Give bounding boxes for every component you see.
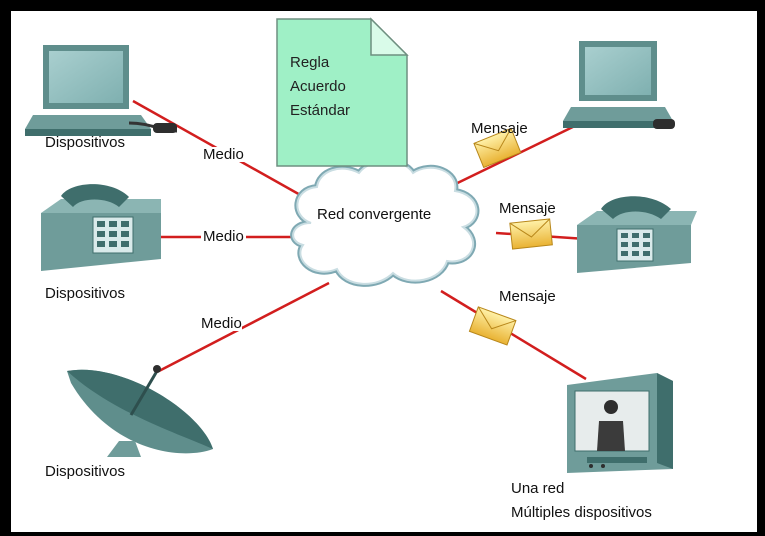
note-line-acuerdo: Acuerdo <box>290 78 346 95</box>
envelope-icon-1 <box>473 127 522 169</box>
device-label-phone-left: Dispositivos <box>45 285 126 302</box>
diagram-graphics <box>25 17 697 473</box>
message-label-2: Mensaje <box>499 200 556 217</box>
network-diagram: Regla Acuerdo Estándar Red convergente D… <box>11 11 757 532</box>
envelope-icon-2 <box>509 218 553 250</box>
link-tv-right <box>440 289 587 381</box>
message-label-3: Mensaje <box>499 288 556 305</box>
computer-icon-right <box>563 41 675 129</box>
cloud-label: Red convergente <box>317 206 432 223</box>
satellite-dish-icon <box>67 365 213 457</box>
device-label-tv-line2: Múltiples dispositivos <box>511 504 652 521</box>
phone-icon-left <box>41 184 161 271</box>
medium-label-2: Medio <box>201 228 246 245</box>
document-text: Regla Acuerdo Estándar <box>290 51 350 123</box>
note-line-regla: Regla <box>290 54 330 71</box>
note-line-estandar: Estándar <box>290 102 351 119</box>
message-label-1: Mensaje <box>471 120 528 137</box>
cloud-icon <box>290 158 480 287</box>
television-icon <box>567 373 673 473</box>
device-label-computer-left: Dispositivos <box>45 134 126 151</box>
device-label-tv-line1: Una red <box>511 480 565 497</box>
link-computer-right <box>440 121 582 193</box>
device-label-dish: Dispositivos <box>45 463 126 480</box>
medium-label-1: Medio <box>203 146 244 163</box>
computer-icon-left <box>25 45 178 136</box>
link-dish-left <box>158 281 330 373</box>
envelope-icon-3 <box>468 306 517 346</box>
document-icon <box>276 17 409 167</box>
medium-label-3: Medio <box>201 315 242 332</box>
phone-icon-right <box>577 196 697 273</box>
